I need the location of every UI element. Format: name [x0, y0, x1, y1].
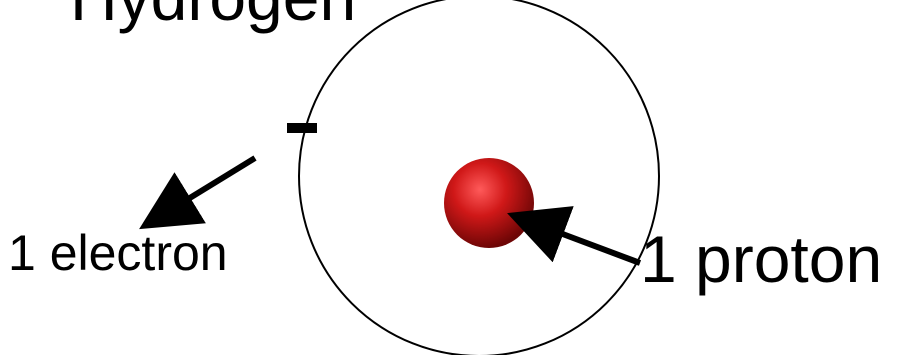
- electron-mark: [287, 123, 317, 133]
- electron-label: 1 electron: [8, 228, 228, 278]
- electron-arrow: [180, 158, 255, 204]
- proton-label: 1 proton: [640, 226, 882, 292]
- proton-nucleus: [444, 158, 534, 248]
- proton-arrow: [552, 230, 640, 263]
